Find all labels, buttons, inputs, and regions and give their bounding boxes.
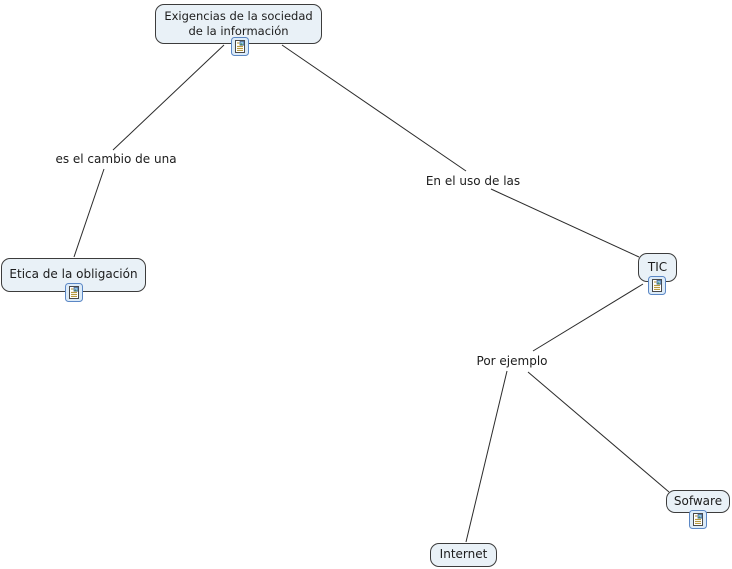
- linking-phrase-cambio[interactable]: es el cambio de una: [53, 152, 179, 166]
- concept-label: Etica de la obligación: [9, 267, 138, 282]
- document-with-image-resource-icon[interactable]: [231, 37, 249, 56]
- concept-label: Sofware: [673, 493, 723, 508]
- line-exigencias-to-uso: [281, 44, 467, 172]
- linking-phrase-ejemplo[interactable]: Por ejemplo: [474, 354, 550, 368]
- linking-phrase-uso[interactable]: En el uso de las: [423, 174, 523, 188]
- line-uso-to-tic: [490, 188, 640, 258]
- line-cambio-to-etica: [73, 168, 105, 258]
- document-with-image-resource-icon[interactable]: [65, 283, 83, 302]
- concept-label: Exigencias de la sociedad de la informac…: [164, 9, 313, 38]
- concept-node-sofware[interactable]: Sofware: [666, 490, 730, 513]
- concept-node-internet[interactable]: Internet: [430, 543, 497, 567]
- concept-label: TIC: [647, 259, 668, 274]
- document-with-image-resource-icon[interactable]: [648, 276, 666, 295]
- line-ejemplo-to-sofware: [527, 371, 670, 493]
- line-exigencias-to-cambio: [112, 44, 225, 151]
- line-ejemplo-to-internet: [465, 370, 508, 543]
- concept-label: Internet: [439, 547, 488, 562]
- document-with-image-resource-icon[interactable]: [689, 510, 707, 529]
- line-tic-to-ejemplo: [532, 283, 644, 352]
